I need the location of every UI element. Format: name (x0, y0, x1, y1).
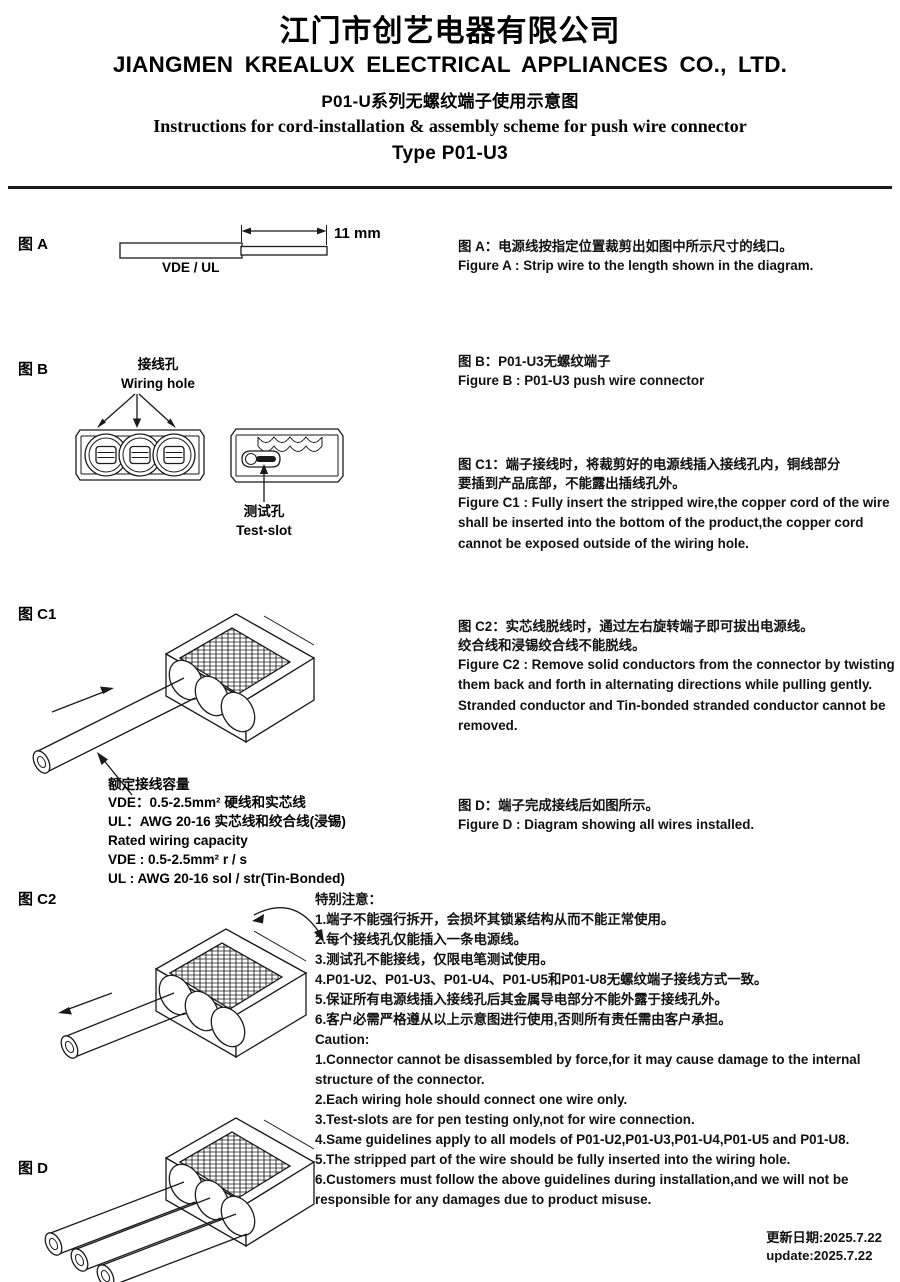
wiring-hole-label-en: Wiring hole (121, 376, 195, 391)
figure-c1-text-en: Figure C1 : Fully insert the stripped wi… (458, 495, 894, 551)
caution-item-en-2: 2.Each wiring hole should connect one wi… (315, 1092, 628, 1108)
figure-b-label: 图 B (18, 361, 49, 378)
figure-b-side-view (228, 424, 346, 488)
document-footer: 更新日期:2025.7.22 update:2025.7.22 (766, 1229, 882, 1266)
figure-a-wire-caption: VDE / UL (162, 260, 220, 275)
document-subtitle-cn: P01-U系列无螺纹端子使用示意图 (321, 91, 579, 111)
figure-a-dimension: 11 mm (334, 225, 381, 242)
figure-c1-capacity-line-6: UL : AWG 20-16 sol / str(Tin-Bonded) (108, 871, 345, 886)
figure-c1-text-cn-1: 图 C1：端子接线时，将裁剪好的电源线插入接线孔内，铜线部分 (458, 457, 841, 472)
caution-item-en-4: 4.Same guidelines apply to all models of… (315, 1132, 850, 1148)
caution-item-en-1: 1.Connector cannot be disassembled by fo… (315, 1052, 865, 1088)
caution-item-cn-2: 2.每个接线孔仅能插入一条电源线。 (315, 932, 528, 948)
figure-d-diagram (14, 1117, 334, 1282)
figure-c2-diagram (14, 885, 334, 1075)
test-slot-label-cn: 测试孔 (243, 504, 285, 519)
figure-c1-capacity-line-1: 额定接线容量 (108, 777, 190, 792)
figure-c1-diagram (14, 600, 334, 800)
caution-block: 特别注意： 1.端子不能强行拆开，会损坏其锁紧结构从而不能正常使用。 2.每个接… (315, 890, 895, 1211)
figure-b-text-cn: 图 B：P01-U3无螺纹端子 (458, 354, 611, 369)
figure-c1-capacity-line-3: UL：AWG 20-16 实芯线和绞合线(浸锡) (108, 814, 346, 829)
caution-title-en: Caution: (315, 1032, 370, 1048)
figure-d-label: 图 D (18, 1160, 49, 1177)
figure-c2-text-en: Figure C2 : Remove solid conductors from… (458, 657, 899, 734)
caution-item-en-3: 3.Test-slots are for pen testing only,no… (315, 1112, 695, 1128)
figure-a-diagram (110, 215, 390, 285)
caution-item-cn-4: 4.P01-U2、P01-U3、P01-U4、P01-U5和P01-U8无螺纹端… (315, 972, 768, 988)
caution-item-cn-3: 3.测试孔不能接线，仅限电笔测试使用。 (315, 952, 554, 968)
caution-item-cn-5: 5.保证所有电源线插入接线孔后其金属导电部分不能外露于接线孔外。 (315, 992, 728, 1008)
figure-c2-label: 图 C2 (18, 891, 57, 908)
test-slot-leader (254, 462, 274, 504)
caution-item-en-6: 6.Customers must follow the above guidel… (315, 1172, 853, 1208)
figure-c1-capacity-line-4: Rated wiring capacity (108, 833, 248, 848)
update-date-cn: 更新日期:2025.7.22 (766, 1229, 882, 1245)
figure-c1-label: 图 C1 (18, 606, 57, 623)
figure-d-text-en: Figure D : Diagram showing all wires ins… (458, 817, 755, 832)
caution-item-cn-1: 1.端子不能强行拆开，会损坏其锁紧结构从而不能正常使用。 (315, 912, 675, 928)
figure-c2-text-cn-2: 绞合线和浸锡绞合线不能脱线。 (458, 638, 646, 653)
figure-c1-capacity-line-2: VDE：0.5-2.5mm² 硬线和实芯线 (108, 795, 306, 810)
figure-d-text-cn: 图 D：端子完成接线后如图所示。 (458, 798, 659, 813)
figure-a-label: 图 A (18, 236, 49, 253)
figure-c1-capacity-line-5: VDE : 0.5-2.5mm² r / s (108, 852, 248, 867)
wiring-hole-leaders (70, 392, 210, 432)
caution-item-cn-6: 6.客户必需严格遵从以上示意图进行使用,否则所有责任需由客户承担。 (315, 1012, 732, 1028)
caution-title-cn: 特别注意： (315, 892, 382, 907)
figure-c1-text-cn-2: 要插到产品底部，不能露出插线孔外。 (458, 476, 686, 491)
figure-c2-text-cn-1: 图 C2：实芯线脱线时，通过左右旋转端子即可拔出电源线。 (458, 619, 814, 634)
product-type: Type P01-U3 (392, 142, 508, 164)
figure-a-text-en: Figure A : Strip wire to the length show… (458, 258, 814, 273)
update-date-en: update:2025.7.22 (766, 1248, 873, 1264)
caution-item-en-5: 5.The stripped part of the wire should b… (315, 1152, 791, 1168)
figure-b-front-view (72, 424, 208, 488)
company-name-en: JIANGMEN KREALUX ELECTRICAL APPLIANCES C… (112, 52, 788, 78)
document-subtitle-en: Instructions for cord-installation & ass… (153, 115, 747, 136)
figure-a-text-cn: 图 A：电源线按指定位置裁剪出如图中所示尺寸的线口。 (458, 239, 793, 254)
header-divider (8, 186, 892, 189)
figure-b-text-en: Figure B : P01-U3 push wire connector (458, 373, 705, 388)
company-name-cn: 江门市创艺电器有限公司 (279, 15, 621, 48)
wiring-hole-label-cn: 接线孔 (137, 357, 179, 372)
test-slot-label-en: Test-slot (236, 523, 292, 538)
document-header: 江门市创艺电器有限公司 JIANGMEN KREALUX ELECTRICAL … (0, 0, 900, 165)
